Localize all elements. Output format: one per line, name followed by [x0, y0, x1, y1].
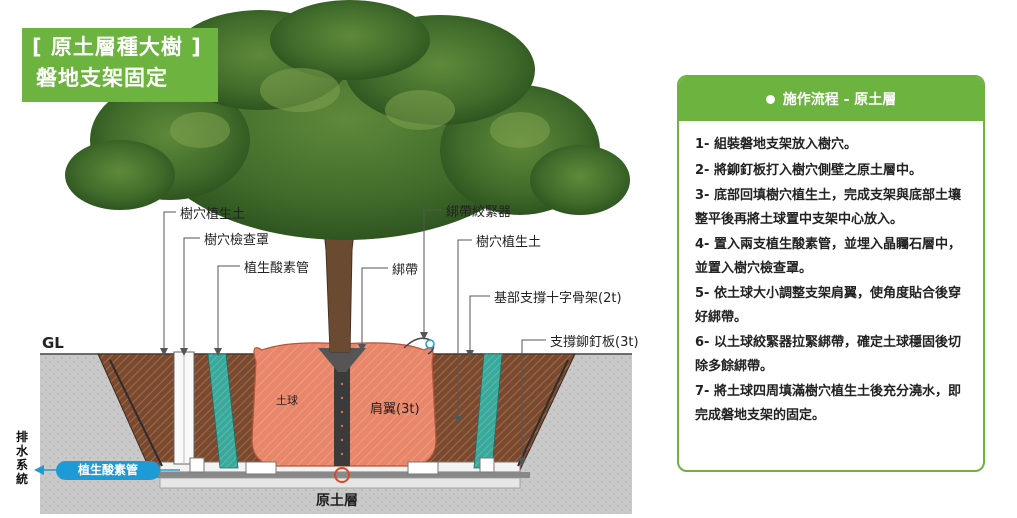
center-block	[245, 461, 277, 475]
tree-canopy	[65, 0, 630, 240]
shoulder-dots	[340, 382, 344, 456]
ground-level-label: GL	[42, 334, 64, 352]
tightener-knob	[425, 339, 435, 349]
drainage-system-label: 排水系統	[15, 430, 28, 486]
panel-title: 施作流程 - 原土層	[782, 92, 897, 108]
leader-arrowheads	[160, 332, 526, 466]
label-aeration-pipe: 植生酸素管	[244, 261, 310, 276]
step-item: 7- 將土球四周填滿樹穴植生土後充分澆水，即完成磐地支架的固定。	[695, 384, 961, 423]
trunk-front	[327, 240, 350, 352]
label-strap: 綁帶	[392, 263, 419, 278]
center-block-2	[407, 461, 439, 475]
step-item: 4- 置入兩支植生酸素管，並埋入晶矚石層中，並置入樹穴檢查罩。	[695, 237, 961, 276]
bullet-dot-icon	[765, 94, 775, 104]
process-panel: 施作流程 - 原土層 1- 組裝磐地支架放入樹穴。 2- 將鉚釘板打入樹穴側壁之…	[677, 75, 985, 472]
drainage-pipe-pill: 植生酸素管	[56, 461, 160, 480]
step-item: 5- 依土球大小調整支架肩翼，使角度貼合後穿好綁帶。	[695, 286, 961, 325]
label-strap-tightener: 綁帶絞緊器	[446, 205, 512, 220]
anchor-plate-right	[517, 359, 569, 467]
steps-list: 1- 組裝磐地支架放入樹穴。 2- 將鉚釘板打入樹穴側壁之原土層中。 3- 底部…	[679, 121, 983, 427]
canopy-highlights	[170, 68, 550, 148]
label-root-ball: 土球	[276, 394, 298, 407]
panel-header: 施作流程 - 原土層	[679, 77, 983, 121]
aeration-pipe-left	[207, 353, 239, 469]
title-badge: [ 原土層種大樹 ] 磐地支架固定	[22, 28, 218, 102]
anchor-plate-left	[109, 359, 163, 467]
step-item: 1- 組裝磐地支架放入樹穴。	[695, 137, 857, 152]
title-line2: 磐地支架固定	[36, 66, 168, 90]
label-cross-frame: 基部支撐十字骨架(2t)	[494, 291, 622, 306]
leader-lines	[163, 209, 546, 462]
label-anchor-plate: 支撐鉚釘板(3t)	[550, 335, 639, 350]
step-item: 2- 將鉚釘板打入樹穴側壁之原土層中。	[695, 162, 922, 178]
base-strip	[159, 477, 521, 489]
label-shoulder: 肩翼(3t)	[370, 402, 420, 417]
label-native-soil: 原土層	[316, 493, 358, 509]
shoulder-post	[334, 352, 350, 466]
label-inspection-cover: 樹穴檢查罩	[204, 233, 270, 248]
drainage-arrow	[34, 465, 44, 475]
planting-diagram	[34, 0, 632, 514]
step-item: 3- 底部回填樹穴植生土，完成支架與底部土壤整平後再將土球置中支架中心放入。	[695, 188, 961, 227]
step-item: 6- 以土球絞緊器拉緊綁帶，確定土球穩固後切除多餘綁帶。	[695, 335, 961, 374]
side-block-left	[189, 457, 205, 473]
base-bolt	[334, 467, 350, 483]
side-block-right	[479, 457, 495, 473]
base-rail	[150, 472, 530, 478]
title-line1: [ 原土層種大樹 ]	[32, 35, 202, 59]
shoulder-v-brace	[318, 348, 366, 372]
label-planting-soil-right: 樹穴植生土	[476, 235, 542, 250]
label-planting-soil-top: 樹穴植生土	[180, 207, 246, 222]
